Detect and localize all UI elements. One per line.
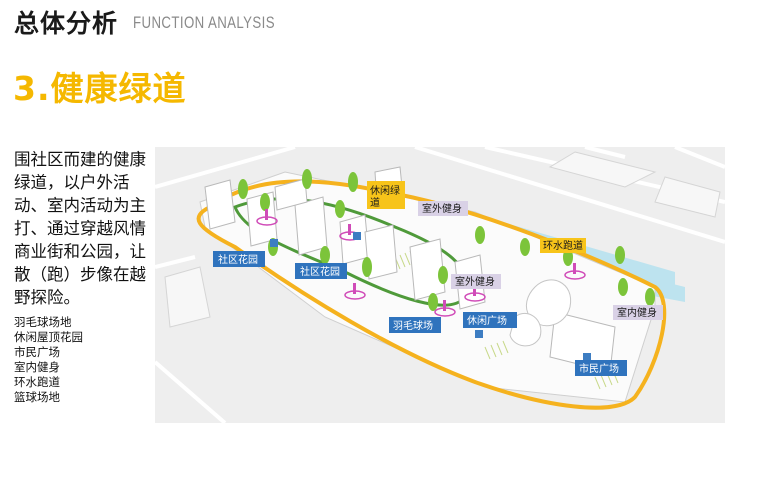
header-title-en: FUNCTION ANALYSIS (133, 13, 275, 32)
label-leisure-plaza: 休闲广场 (463, 312, 517, 328)
activity-figures (265, 209, 576, 311)
header-title-cn: 总体分析 (14, 9, 119, 38)
svg-text:室外健身: 室外健身 (455, 275, 495, 288)
description-text: 围社区而建的健康绿道，以户外活动、室内活动为主打、通过穿越风情商业街和公园，让散… (14, 150, 146, 307)
svg-text:室外健身: 室外健身 (422, 202, 462, 215)
court-icons (270, 232, 591, 361)
trees (238, 169, 655, 311)
facility-item: 羽毛球场地 (14, 315, 72, 329)
facility-item: 室内健身 (14, 360, 60, 374)
svg-text:市民广场: 市民广场 (579, 362, 619, 375)
label-community-garden-mid: 社区花园 (295, 263, 347, 279)
svg-text:休闲绿: 休闲绿 (370, 184, 400, 197)
facility-item: 篮球场地 (14, 390, 60, 404)
label-leisure-greenway: 休闲绿 道 (367, 181, 405, 209)
svg-text:社区花园: 社区花园 (300, 265, 340, 278)
label-civic-plaza: 市民广场 (575, 360, 627, 376)
svg-text:羽毛球场: 羽毛球场 (393, 319, 433, 332)
section-title: 3.健康绿道 (13, 69, 187, 108)
label-badminton: 羽毛球场 (389, 317, 441, 333)
svg-text:休闲广场: 休闲广场 (467, 314, 507, 327)
label-indoor-fitness: 室内健身 (613, 305, 663, 320)
label-community-garden-left: 社区花园 (213, 251, 265, 267)
svg-text:室内健身: 室内健身 (617, 306, 657, 319)
plaza-form-2 (509, 312, 542, 347)
label-outdoor-fitness-top: 室外健身 (418, 201, 468, 216)
label-outdoor-fitness-mid: 室外健身 (451, 274, 501, 289)
svg-text:社区花园: 社区花园 (218, 253, 258, 266)
plaza-form (525, 279, 572, 327)
facility-item: 环水跑道 (14, 375, 60, 389)
svg-text:环水跑道: 环水跑道 (543, 239, 583, 252)
label-waterside-track: 环水跑道 (540, 238, 586, 253)
site-diagram: 休闲绿 道 环水跑道 社区花园 社区花园 羽毛球场 休闲广场 市民广场 室外健身… (155, 147, 725, 423)
svg-text:道: 道 (370, 196, 380, 209)
surrounding-blocks (164, 151, 721, 328)
facility-list: 羽毛球场地 休闲屋顶花园 市民广场 室内健身 环水跑道 篮球场地 (14, 315, 83, 405)
facility-item: 休闲屋顶花园 (14, 330, 83, 344)
facility-item: 市民广场 (14, 345, 60, 359)
